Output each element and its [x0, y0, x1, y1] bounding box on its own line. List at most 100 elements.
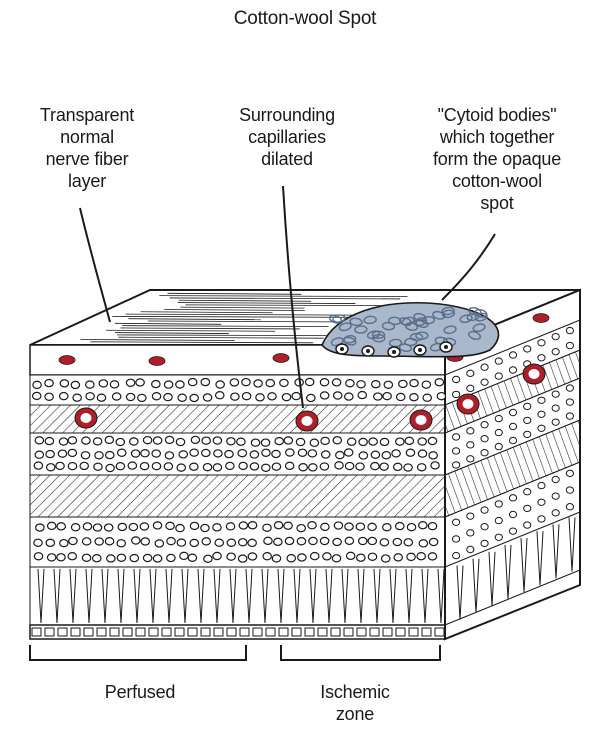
cell-nucleus: [68, 553, 76, 560]
cell-nucleus: [481, 524, 488, 530]
cell-nucleus: [298, 449, 306, 456]
cell-nucleus: [238, 450, 246, 457]
cell-nucleus: [509, 528, 516, 534]
cell-nucleus: [509, 409, 516, 415]
cell-nucleus: [250, 451, 258, 458]
cell-nucleus: [275, 437, 283, 444]
label-line: cotton-wool: [392, 170, 602, 192]
cell-nucleus: [297, 525, 305, 532]
cell-nucleus: [346, 552, 354, 559]
photoreceptor-layer: [30, 567, 445, 625]
cell-nucleus: [495, 358, 502, 364]
label-line: zone: [290, 703, 420, 725]
cell-nucleus: [368, 553, 376, 560]
cell-nucleus: [453, 552, 460, 558]
cell-nucleus: [397, 393, 405, 400]
cell-nucleus: [552, 510, 559, 516]
pigment-cell: [240, 628, 249, 636]
cell-nucleus: [216, 392, 224, 399]
cell-nucleus: [68, 463, 76, 470]
cell-nucleus: [538, 499, 545, 505]
cell-nucleus: [263, 524, 271, 531]
pigment-cell: [253, 628, 262, 636]
cell-nucleus: [213, 552, 221, 559]
pigment-cell: [71, 628, 80, 636]
capillary-lumen: [529, 369, 540, 379]
cell-nucleus: [256, 394, 264, 401]
cell-nucleus: [116, 438, 124, 445]
cell-nucleus: [47, 464, 55, 471]
cell-nucleus: [272, 450, 280, 457]
cell-nucleus: [68, 437, 76, 444]
cell-nucleus: [481, 507, 488, 513]
cell-nucleus: [334, 392, 342, 399]
cell-nucleus: [422, 381, 430, 388]
cell-nucleus: [309, 537, 317, 544]
cell-nucleus: [524, 431, 531, 437]
cell-nucleus: [34, 553, 42, 560]
cell-nucleus: [344, 449, 352, 456]
cell-nucleus: [59, 438, 67, 445]
cell-nucleus: [467, 370, 474, 376]
pointer-transparent-layer: [80, 208, 110, 322]
cell-nucleus: [495, 534, 502, 540]
cell-nucleus: [509, 423, 516, 429]
cell-nucleus: [167, 554, 175, 561]
cytoid-body-core: [418, 348, 422, 352]
pigment-cell: [305, 628, 314, 636]
pigment-cell: [292, 628, 301, 636]
cell-nucleus: [509, 352, 516, 358]
cell-nucleus: [298, 554, 306, 561]
cell-nucleus: [453, 434, 460, 440]
cell-nucleus: [105, 538, 113, 545]
cell-nucleus: [190, 463, 198, 470]
cell-nucleus: [382, 452, 390, 459]
cell-nucleus: [405, 437, 413, 444]
cell-nucleus: [435, 379, 443, 386]
cell-nucleus: [35, 451, 43, 458]
cell-nucleus: [93, 555, 101, 562]
cell-nucleus: [112, 393, 120, 400]
cell-nucleus: [538, 340, 545, 346]
cell-nucleus: [82, 538, 90, 545]
cell-nucleus: [481, 540, 488, 546]
label-cytoid-bodies: "Cytoid bodies" which together form the …: [392, 104, 602, 214]
cell-nucleus: [128, 462, 136, 469]
cell-nucleus: [129, 523, 137, 530]
cell-nucleus: [423, 394, 431, 401]
cell-nucleus: [33, 381, 41, 388]
capillary-lumen: [416, 415, 427, 425]
cell-nucleus: [419, 522, 427, 529]
label-ischemic-zone: Ischemic zone: [290, 681, 420, 725]
cell-nucleus: [495, 501, 502, 507]
capillary: [59, 356, 75, 365]
cell-nucleus: [552, 391, 559, 397]
cell-nucleus: [56, 462, 64, 469]
capillary: [149, 357, 165, 366]
cell-nucleus: [226, 462, 234, 469]
cell-nucleus: [227, 553, 235, 560]
pigment-cell: [45, 628, 54, 636]
cell-nucleus: [382, 555, 390, 562]
cell-nucleus: [321, 437, 329, 444]
cell-nucleus: [213, 437, 221, 444]
cell-nucleus: [428, 437, 436, 444]
cell-nucleus: [71, 524, 79, 531]
cell-nucleus: [467, 530, 474, 536]
cell-nucleus: [334, 522, 342, 529]
cell-nucleus: [552, 493, 559, 499]
cell-nucleus: [428, 553, 436, 560]
cell-nucleus: [34, 462, 42, 469]
cell-nucleus: [188, 554, 196, 561]
cell-nucleus: [371, 463, 379, 470]
cell-nucleus: [292, 393, 300, 400]
cytoid-body-core: [392, 350, 396, 354]
cell-nucleus: [332, 555, 340, 562]
cell-nucleus: [248, 539, 256, 546]
cell-nucleus: [357, 381, 365, 388]
pigment-cell: [344, 628, 353, 636]
cell-nucleus: [47, 554, 55, 561]
cell-nucleus: [238, 555, 246, 562]
pigment-cell: [435, 628, 444, 636]
cell-nucleus: [467, 513, 474, 519]
